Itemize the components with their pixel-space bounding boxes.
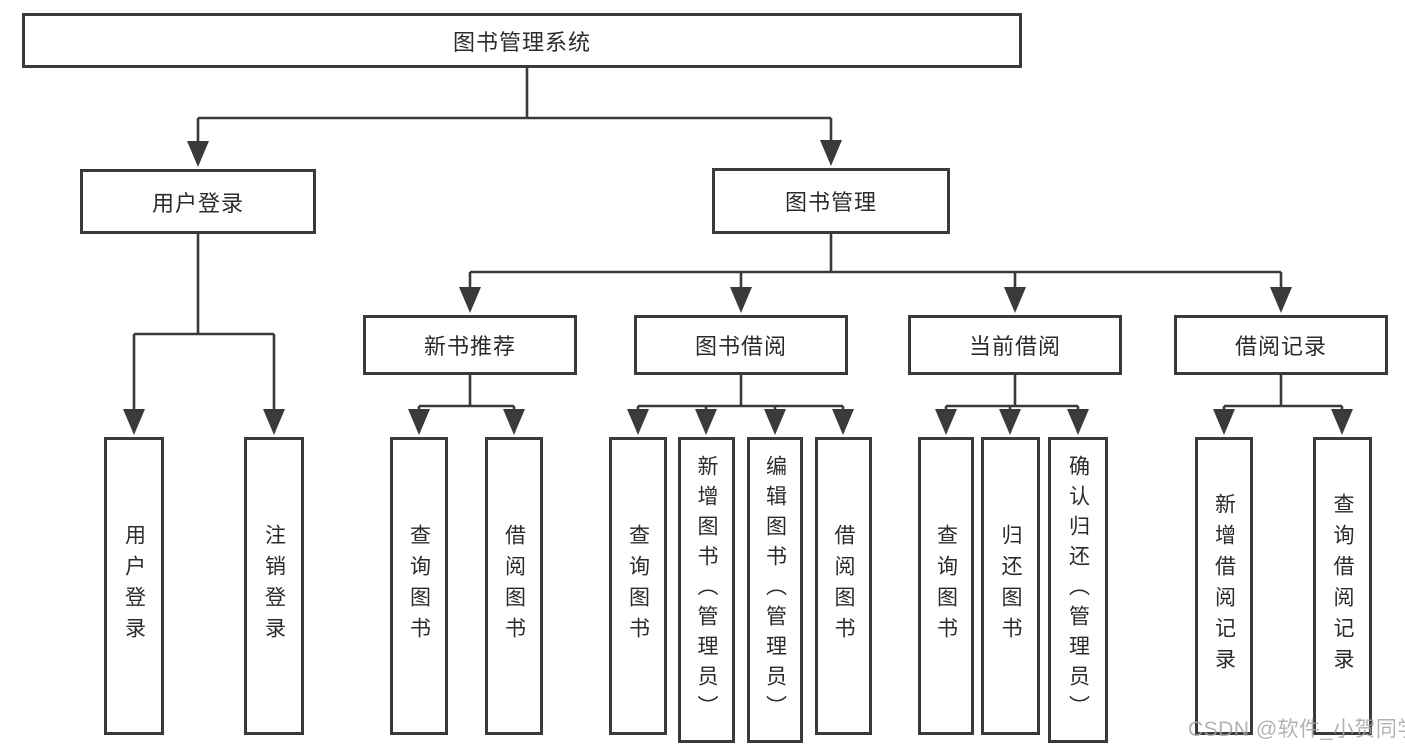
leaf-edit-book-admin: 编辑图书（管理员） — [747, 437, 803, 743]
leaf-logout-label: 注销登录 — [262, 524, 286, 648]
node-borrowing-records: 借阅记录 — [1174, 315, 1388, 375]
leaf-query-book-3-label: 查询图书 — [934, 524, 958, 648]
leaf-edit-book-admin-label: 编辑图书（管理员） — [763, 455, 787, 725]
node-current-borrowing: 当前借阅 — [908, 315, 1122, 375]
leaf-return-book: 归还图书 — [981, 437, 1040, 735]
node-root-library-system: 图书管理系统 — [22, 13, 1022, 68]
leaf-add-borrow-record: 新增借阅记录 — [1195, 437, 1253, 735]
node-user-login: 用户登录 — [80, 169, 316, 234]
leaf-borrow-book-2-label: 借阅图书 — [832, 524, 856, 648]
leaf-query-book-2-label: 查询图书 — [626, 524, 650, 648]
node-book-borrowing: 图书借阅 — [634, 315, 848, 375]
leaf-query-book-3: 查询图书 — [918, 437, 974, 735]
leaf-query-book-1: 查询图书 — [390, 437, 448, 735]
leaf-add-borrow-record-label: 新增借阅记录 — [1212, 493, 1236, 679]
leaf-borrow-book-2: 借阅图书 — [815, 437, 872, 735]
node-book-management: 图书管理 — [712, 168, 950, 234]
node-new-book-recommendation: 新书推荐 — [363, 315, 577, 375]
leaf-user-login-label: 用户登录 — [122, 524, 146, 648]
leaf-query-borrow-record-label: 查询借阅记录 — [1331, 493, 1355, 679]
leaf-confirm-return-admin-label: 确认归还（管理员） — [1066, 455, 1090, 725]
leaf-confirm-return-admin: 确认归还（管理员） — [1048, 437, 1108, 743]
leaf-add-book-admin: 新增图书（管理员） — [678, 437, 735, 743]
leaf-query-book-1-label: 查询图书 — [407, 524, 431, 648]
leaf-return-book-label: 归还图书 — [999, 524, 1023, 648]
csdn-watermark: CSDN @软件_小贺同学 — [1188, 718, 1405, 741]
leaf-query-borrow-record: 查询借阅记录 — [1313, 437, 1372, 735]
leaf-add-book-admin-label: 新增图书（管理员） — [695, 455, 719, 725]
leaf-borrow-book-1: 借阅图书 — [485, 437, 543, 735]
leaf-query-book-2: 查询图书 — [609, 437, 667, 735]
leaf-borrow-book-1-label: 借阅图书 — [502, 524, 526, 648]
leaf-logout: 注销登录 — [244, 437, 304, 735]
leaf-user-login: 用户登录 — [104, 437, 164, 735]
